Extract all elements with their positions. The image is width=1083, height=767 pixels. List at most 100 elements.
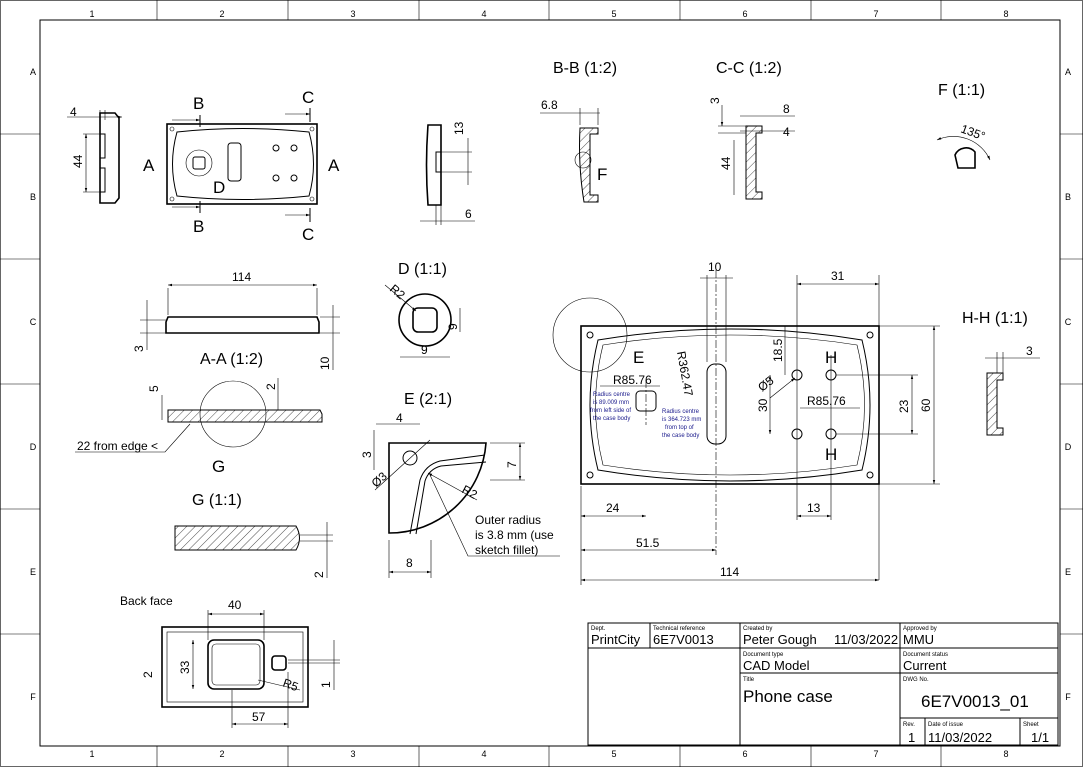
tb-dept-label: Dept. bbox=[591, 626, 606, 632]
dim-side-4: 4 bbox=[70, 105, 77, 119]
side-view: 4 44 bbox=[67, 105, 122, 204]
grid-row-a-right: A bbox=[1065, 67, 1071, 77]
section-view-cc: C-C (1:2) 3 8 4 44 bbox=[708, 60, 795, 200]
view-title-e: E (2:1) bbox=[404, 391, 452, 408]
dim-aa-5: 5 bbox=[147, 385, 161, 392]
dim-back-57: 57 bbox=[252, 710, 266, 724]
grid-row-e: E bbox=[30, 567, 36, 577]
view-title-d: D (1:1) bbox=[398, 261, 447, 278]
dim-main-18-5: 18.5 bbox=[771, 338, 785, 362]
dim-main-r85-76-left: R85.76 bbox=[613, 373, 652, 387]
top-view: B B C C A A D bbox=[143, 88, 340, 244]
section-marker-h-top: H bbox=[825, 348, 837, 367]
view-title-cc: C-C (1:2) bbox=[716, 60, 782, 77]
note-left-1: Radius centre bbox=[593, 392, 631, 398]
tb-rev: 1 bbox=[908, 730, 915, 745]
end-view: 13 6 bbox=[420, 121, 475, 225]
tb-approved-by-label: Approved by bbox=[903, 626, 937, 632]
section-marker-a-right: A bbox=[328, 156, 340, 175]
detail-marker-f: F bbox=[597, 165, 607, 184]
tb-title-label: Title bbox=[743, 677, 755, 683]
grid-col-2: 2 bbox=[219, 9, 224, 19]
tb-issue-date: 11/03/2022 bbox=[928, 730, 992, 745]
dim-main-51-5: 51.5 bbox=[636, 536, 660, 550]
tb-dwg-no-label: DWG No. bbox=[903, 677, 929, 683]
tb-approved-by: MMU bbox=[903, 632, 934, 647]
grid-row-e-right: E bbox=[1065, 567, 1071, 577]
tb-created-by-label: Created by bbox=[743, 626, 772, 632]
view-title-bb: B-B (1:2) bbox=[553, 60, 617, 77]
detail-marker-e: E bbox=[633, 348, 644, 367]
tb-doc-status: Current bbox=[903, 658, 947, 673]
dim-cc-44: 44 bbox=[719, 156, 733, 170]
grid-col-8: 8 bbox=[1003, 9, 1008, 19]
main-view: 10 31 R362.47 18.5 Ø5 30 23 60 R85.76 R8… bbox=[552, 260, 940, 585]
tb-doc-status-label: Document status bbox=[903, 652, 948, 658]
grid-row-c: C bbox=[30, 317, 37, 327]
dim-e-dia3: Ø3 bbox=[369, 469, 391, 490]
dim-e-4: 4 bbox=[396, 411, 403, 425]
dim-back-1: 1 bbox=[319, 681, 333, 688]
dim-aa-edge: 22 from edge < bbox=[77, 439, 158, 453]
grid-col-1-bottom: 1 bbox=[89, 749, 94, 759]
note-left-3: from left side of bbox=[590, 408, 631, 414]
dim-main-24: 24 bbox=[606, 501, 620, 515]
view-title-back-face: Back face bbox=[120, 594, 173, 608]
tb-created-date: 11/03/2022 bbox=[834, 632, 898, 647]
grid-row-f-right: F bbox=[1065, 692, 1071, 702]
grid-col-5-bottom: 5 bbox=[611, 749, 616, 759]
dim-main-10: 10 bbox=[708, 260, 722, 274]
dim-main-31: 31 bbox=[831, 269, 845, 283]
dim-d-r2: R2 bbox=[387, 282, 408, 303]
tb-sheet-label: Sheet bbox=[1023, 722, 1039, 728]
dim-d-9-horizontal: 9 bbox=[421, 343, 428, 357]
dim-cc-3: 3 bbox=[708, 97, 722, 104]
dim-e-3: 3 bbox=[360, 451, 374, 458]
dim-cc-4: 4 bbox=[783, 125, 790, 139]
grid-col-4: 4 bbox=[481, 9, 486, 19]
dim-hh-3: 3 bbox=[1026, 344, 1033, 358]
view-title-hh: H-H (1:1) bbox=[962, 310, 1028, 327]
tb-tech-ref: 6E7V0013 bbox=[653, 632, 714, 647]
dim-main-13: 13 bbox=[807, 501, 821, 515]
note-left-2: is 89.009 mm bbox=[593, 400, 629, 406]
grid-row-a: A bbox=[30, 67, 36, 77]
dim-cc-8: 8 bbox=[783, 102, 790, 116]
dim-f-angle: 135° bbox=[959, 122, 987, 144]
grid-col-3-bottom: 3 bbox=[350, 749, 355, 759]
detail-view-e: E (2:1) 4 3 Ø3 7 R2 Outer radius is 3.8 … bbox=[360, 391, 560, 578]
grid-col-8-bottom: 8 bbox=[1003, 749, 1008, 759]
note-top-1: Radius centre bbox=[662, 409, 700, 415]
tb-title: Phone case bbox=[743, 687, 833, 706]
dim-main-114: 114 bbox=[720, 565, 739, 579]
section-marker-h-bottom: H bbox=[825, 445, 837, 464]
dim-e-8: 8 bbox=[406, 556, 413, 570]
section-marker-c-bottom: C bbox=[302, 225, 314, 244]
note-left-4: the case body bbox=[593, 416, 630, 422]
section-view-hh: H-H (1:1) 3 bbox=[962, 310, 1040, 436]
detail-view-g: G (1:1) 2 bbox=[174, 492, 333, 578]
dim-end-6: 6 bbox=[465, 207, 472, 221]
e-note-line-1: Outer radius bbox=[475, 513, 541, 527]
grid-row-d: D bbox=[30, 442, 37, 452]
dim-front-3: 3 bbox=[132, 345, 146, 352]
section-marker-a-left: A bbox=[143, 156, 155, 175]
dim-d-9-vertical: 9 bbox=[446, 323, 460, 330]
grid-col-5: 5 bbox=[611, 9, 616, 19]
tb-issue-date-label: Date of issue bbox=[928, 722, 964, 728]
tb-created-by: Peter Gough bbox=[743, 632, 817, 647]
e-note-line-3: sketch fillet) bbox=[475, 543, 538, 557]
back-face-view: Back face 40 33 2 R5 1 57 bbox=[120, 594, 340, 728]
detail-marker-g: G bbox=[212, 457, 225, 476]
dim-front-10: 10 bbox=[318, 356, 332, 370]
dim-end-13: 13 bbox=[452, 121, 466, 135]
dim-back-33: 33 bbox=[178, 660, 192, 674]
dim-main-23: 23 bbox=[897, 399, 911, 413]
dim-back-2: 2 bbox=[141, 671, 155, 678]
title-block: Dept. PrintCity Technical reference 6E7V… bbox=[587, 622, 1059, 746]
tb-doc-type-label: Document type bbox=[743, 652, 784, 658]
tb-tech-ref-label: Technical reference bbox=[653, 626, 706, 632]
dim-front-114: 114 bbox=[232, 270, 251, 284]
note-top-3: from top of bbox=[665, 425, 694, 431]
